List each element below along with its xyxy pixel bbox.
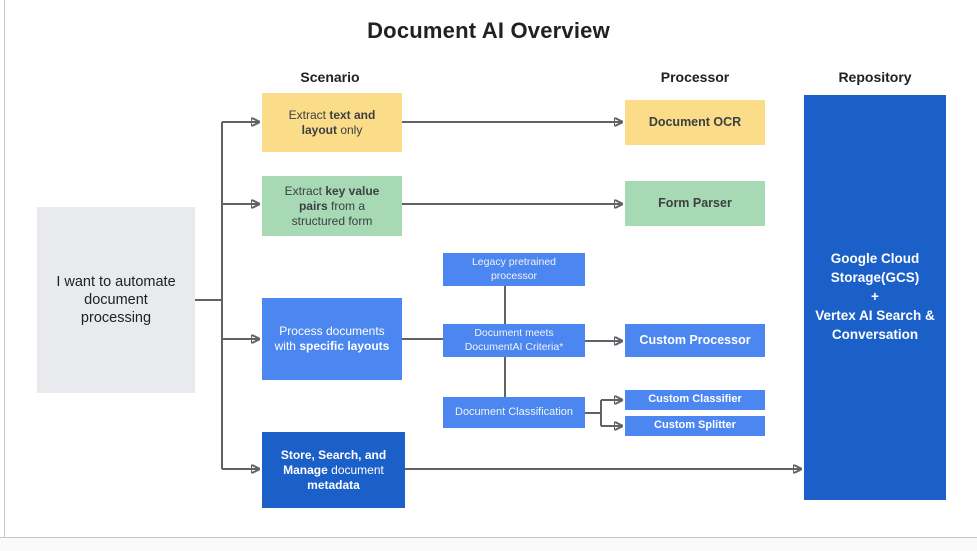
page-below-area bbox=[0, 538, 977, 551]
option-documentai-criteria: Document meets DocumentAI Criteria* bbox=[443, 324, 585, 357]
column-header-processor: Processor bbox=[660, 69, 730, 85]
repository-gcs-vertex-ai: Google Cloud Storage(GCS) + Vertex AI Se… bbox=[804, 95, 946, 500]
option-document-classification: Document Classification bbox=[443, 397, 585, 428]
page-title: Document AI Overview bbox=[367, 18, 610, 43]
processor-document-ocr: Document OCR bbox=[625, 100, 765, 145]
processor-custom-classifier: Custom Classifier bbox=[625, 390, 765, 410]
option-legacy-pretrained-processor: Legacy pretrained processor bbox=[443, 253, 585, 286]
processor-custom-splitter: Custom Splitter bbox=[625, 416, 765, 436]
start-node-automate-document-processing: I want to automate document processing bbox=[37, 207, 195, 393]
processor-custom-processor: Custom Processor bbox=[625, 324, 765, 357]
page-bottom-border bbox=[0, 537, 977, 538]
column-header-scenario: Scenario bbox=[300, 69, 360, 85]
page-left-border bbox=[4, 0, 5, 537]
processor-form-parser: Form Parser bbox=[625, 181, 765, 226]
column-header-repository: Repository bbox=[838, 69, 912, 85]
